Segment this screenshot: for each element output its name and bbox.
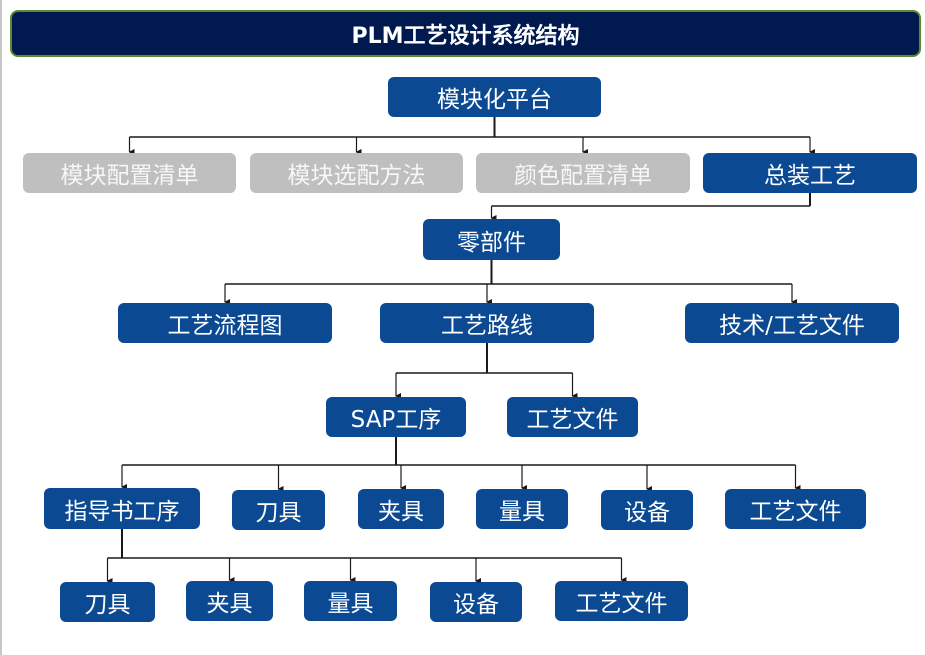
node-label: 模块配置清单 — [60, 163, 199, 189]
node-label: 技术/工艺文件 — [719, 313, 865, 339]
node-label: 设备 — [624, 500, 670, 526]
page-edge — [0, 0, 2, 655]
node-tech-process-docs[interactable]: 技术/工艺文件 — [685, 303, 899, 343]
node-final-assembly-process[interactable]: 总装工艺 — [703, 153, 917, 193]
node-process-flowchart[interactable]: 工艺流程图 — [118, 303, 332, 343]
node-ins-equipment[interactable]: 设备 — [430, 582, 522, 622]
node-label: 模块选配方法 — [287, 163, 426, 189]
node-label: 工艺路线 — [441, 313, 533, 339]
node-label: 模块化平台 — [437, 87, 552, 113]
node-label: 工艺流程图 — [167, 313, 283, 339]
node-label: 颜色配置清单 — [514, 163, 652, 189]
node-label: 工艺文件 — [749, 499, 842, 525]
node-label: SAP工序 — [350, 407, 442, 433]
node-ins-process-docs[interactable]: 工艺文件 — [555, 581, 688, 621]
node-instruction-operation[interactable]: 指导书工序 — [44, 488, 200, 529]
node-label: 量具 — [499, 499, 545, 525]
node-label: 工艺文件 — [575, 591, 668, 617]
node-ins-gauges[interactable]: 量具 — [304, 581, 397, 621]
node-label: 刀具 — [255, 500, 302, 526]
node-label: 工艺文件 — [526, 407, 619, 433]
node-sap-gauges[interactable]: 量具 — [476, 489, 568, 529]
node-module-selection-method[interactable]: 模块选配方法 — [250, 153, 463, 193]
node-label: 零部件 — [457, 229, 526, 256]
node-process-route[interactable]: 工艺路线 — [380, 303, 594, 343]
node-parts[interactable]: 零部件 — [423, 219, 560, 260]
node-color-config-list[interactable]: 颜色配置清单 — [476, 153, 690, 193]
node-ins-tools[interactable]: 刀具 — [60, 582, 155, 622]
node-ins-fixtures[interactable]: 夹具 — [186, 581, 273, 621]
diagram-title: PLM工艺设计系统结构 — [351, 23, 580, 49]
title-banner: PLM工艺设计系统结构 — [10, 10, 921, 57]
node-sap-fixtures[interactable]: 夹具 — [358, 489, 444, 529]
node-label: 指导书工序 — [64, 498, 180, 525]
node-label: 刀具 — [84, 592, 131, 618]
node-label: 设备 — [453, 592, 499, 618]
node-sap-process-docs[interactable]: 工艺文件 — [725, 489, 866, 529]
node-platform[interactable]: 模块化平台 — [388, 77, 601, 117]
node-label: 夹具 — [378, 499, 424, 525]
node-sap-tools[interactable]: 刀具 — [232, 490, 325, 530]
node-label: 量具 — [327, 591, 374, 617]
node-sap-equipment[interactable]: 设备 — [601, 490, 693, 530]
node-label: 总装工艺 — [764, 163, 856, 189]
node-module-config-list[interactable]: 模块配置清单 — [23, 153, 236, 193]
node-sap-operation[interactable]: SAP工序 — [326, 397, 466, 437]
node-route-process-docs[interactable]: 工艺文件 — [507, 397, 638, 437]
node-label: 夹具 — [206, 591, 253, 617]
